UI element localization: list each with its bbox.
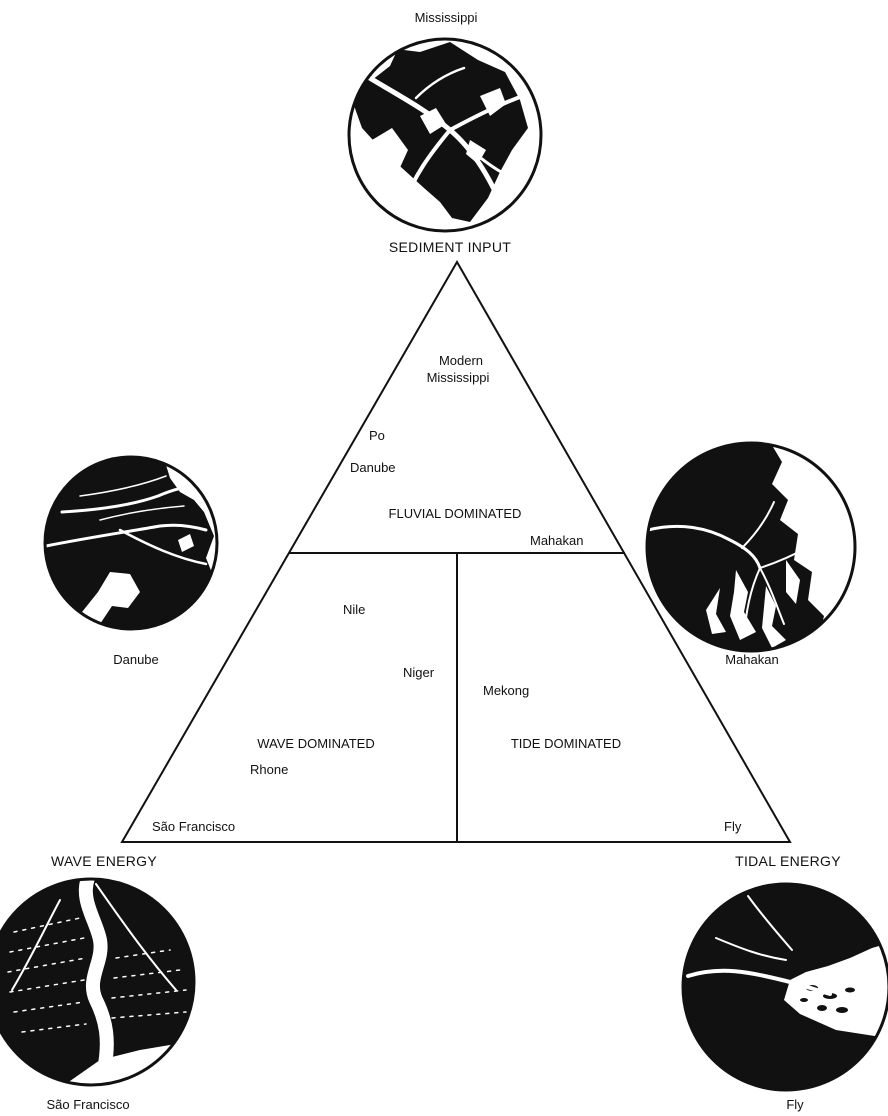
delta-label-danube: Danube — [350, 460, 396, 475]
delta-label-rhone: Rhone — [250, 762, 288, 777]
map-caption-mississippi: Mississippi — [415, 10, 478, 25]
delta-label-mahakan: Mahakan — [530, 533, 583, 548]
danube-delta-map — [43, 455, 219, 631]
map-caption-danube: Danube — [113, 652, 159, 667]
ternary-triangle — [120, 259, 792, 843]
wave-energy-label: WAVE ENERGY — [51, 853, 157, 869]
sao-francisco-delta-map — [0, 877, 196, 1087]
tidal-energy-label: TIDAL ENERGY — [735, 853, 841, 869]
tide-dominated-label: TIDE DOMINATED — [511, 736, 621, 751]
wave-dominated-label: WAVE DOMINATED — [257, 736, 374, 751]
delta-label-mississippi: Mississippi — [427, 370, 490, 385]
delta-label-nile: Nile — [343, 602, 365, 617]
mississippi-delta-map — [347, 37, 543, 233]
map-caption-sao-francisco: São Francisco — [46, 1097, 129, 1112]
delta-label-niger: Niger — [403, 665, 435, 680]
sediment-input-label: SEDIMENT INPUT — [389, 239, 511, 255]
delta-label-fly: Fly — [724, 819, 742, 834]
map-caption-mahakan: Mahakan — [725, 652, 778, 667]
mahakan-delta-map — [645, 441, 857, 653]
fly-delta-map — [681, 882, 888, 1092]
delta-label-sao-francisco: São Francisco — [152, 819, 235, 834]
fluvial-dominated-label: FLUVIAL DOMINATED — [389, 506, 522, 521]
map-caption-fly: Fly — [786, 1097, 804, 1112]
delta-label-modern: Modern — [439, 353, 483, 368]
delta-label-mekong: Mekong — [483, 683, 529, 698]
delta-label-po: Po — [369, 428, 385, 443]
